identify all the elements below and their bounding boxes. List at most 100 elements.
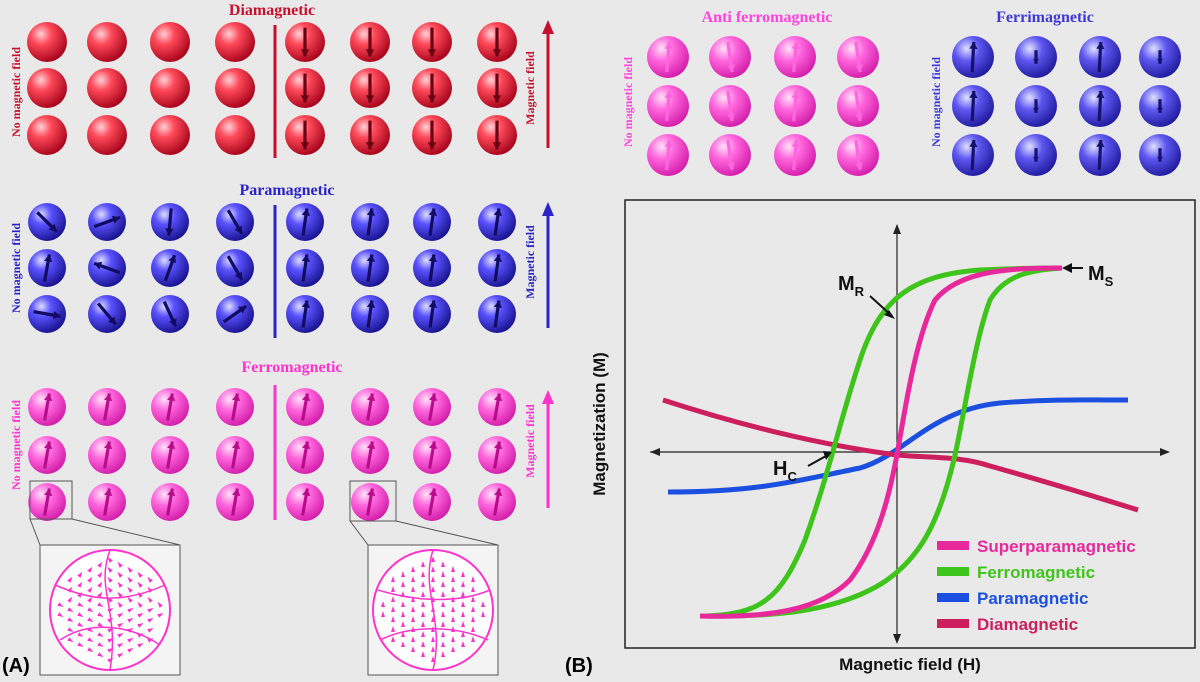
dia-atom (87, 115, 127, 155)
antiferro-atom (837, 134, 879, 176)
dia-atom-field (412, 115, 452, 155)
ferro-atom-field (286, 436, 324, 474)
antiferro-atom (709, 85, 751, 127)
para-atom-field (351, 295, 389, 333)
ms-label: MS (1088, 263, 1114, 289)
hc-pointer (807, 455, 827, 467)
ferromagnetic-curve-lower (705, 265, 1063, 619)
para-atom-field (286, 249, 324, 287)
dia-atom-field (412, 22, 452, 62)
para-atom (216, 295, 254, 333)
ferri-atom (1139, 36, 1181, 78)
ferro-atom-field (478, 436, 516, 474)
dia-atom (27, 22, 67, 62)
para-atom (88, 295, 126, 333)
ferro-atom-field (478, 483, 516, 521)
dia-atom (27, 115, 67, 155)
dia-atom (215, 115, 255, 155)
ferri-atom (952, 36, 994, 78)
antiferro-atom (709, 134, 751, 176)
antiferro-atom (837, 85, 879, 127)
domain-inset-unmagnetized (29, 480, 181, 676)
para-atom (151, 249, 189, 287)
dia-atom-field (477, 115, 517, 155)
para-atom (88, 203, 126, 241)
dia-atom-field (285, 68, 325, 108)
ferro-field-label: Magnetic field (523, 404, 537, 478)
ferri-atom (952, 134, 994, 176)
chart-frame (624, 199, 1196, 649)
para-atom-field (351, 249, 389, 287)
antiferro-atom (837, 36, 879, 78)
legend-label: Paramagnetic (977, 589, 1089, 608)
ferro-atom (216, 483, 254, 521)
dia-atom-field (350, 68, 390, 108)
legend-label: Superparamagnetic (977, 537, 1136, 556)
ferro-no-field-label: No magnetic field (9, 400, 23, 490)
dia-atom-field (285, 22, 325, 62)
paramagnetic-title: Paramagnetic (239, 182, 334, 199)
ferro-atom-field (351, 436, 389, 474)
ferro-atom-field (413, 483, 451, 521)
dia-atom (150, 22, 190, 62)
ferro-atom-field (351, 483, 389, 521)
para-atom-field (478, 295, 516, 333)
domain-inset-magnetized (349, 480, 499, 676)
para-atom (151, 203, 189, 241)
ferro-atom-field (413, 436, 451, 474)
para-atom (88, 249, 126, 287)
legend-swatch (937, 619, 969, 628)
dia-field-arrowhead (542, 20, 554, 34)
antiferro-atom (774, 85, 816, 127)
dia-atom-field (285, 115, 325, 155)
ferro-field-arrowhead (542, 390, 554, 404)
ferro-atom (151, 436, 189, 474)
dia-atom (215, 22, 255, 62)
para-atom (28, 249, 66, 287)
ferro-atom (151, 388, 189, 426)
para-field-arrowhead (542, 202, 554, 216)
ferri-atom (1139, 134, 1181, 176)
ferri-atom (1079, 85, 1121, 127)
dia-atom (150, 115, 190, 155)
legend-swatch (937, 567, 969, 576)
para-atom (28, 295, 66, 333)
ferri-atom (952, 85, 994, 127)
ferrimagnetic-title: Ferrimagnetic (996, 9, 1094, 26)
paramagnetic-curve (667, 397, 1129, 495)
ferro-atom (28, 436, 66, 474)
antiferro-atom (774, 36, 816, 78)
para-atom (216, 203, 254, 241)
antiferro-atom (709, 36, 751, 78)
diamagnetic-title: Diamagnetic (229, 2, 315, 19)
legend-swatch (937, 541, 969, 550)
ferri-atom (1079, 134, 1121, 176)
antiferro-atom (647, 85, 689, 127)
ferri-atom (1015, 85, 1057, 127)
para-atom (216, 249, 254, 287)
superparamagnetic-curve (699, 265, 1063, 619)
hysteresis-chart: MR MS HC SuperparamagneticFerromagneticP… (590, 199, 1196, 674)
dia-atom-field (350, 22, 390, 62)
ferro-atom (151, 483, 189, 521)
ferro-atom (28, 388, 66, 426)
y-axis-title: Magnetization (M) (590, 352, 609, 496)
dia-atom-field (477, 68, 517, 108)
legend-label: Diamagnetic (977, 615, 1078, 634)
para-atom-field (478, 249, 516, 287)
ferromagnetic-title: Ferromagnetic (242, 359, 343, 376)
x-axis-title: Magnetic field (H) (839, 655, 981, 674)
para-atom-field (286, 203, 324, 241)
ferro-atom-field (286, 483, 324, 521)
diamagnetic-curve (662, 397, 1139, 513)
para-atom-field (286, 295, 324, 333)
para-atom-field (478, 203, 516, 241)
antiferromagnetic-title: Anti ferromagnetic (702, 9, 833, 26)
dia-field-label: Magnetic field (523, 51, 537, 125)
antiferro-atom (647, 134, 689, 176)
para-atom-field (413, 249, 451, 287)
para-atom-field (413, 295, 451, 333)
ferro-atom (28, 483, 66, 521)
para-atom (151, 295, 189, 333)
hc-label: HC (773, 458, 797, 484)
